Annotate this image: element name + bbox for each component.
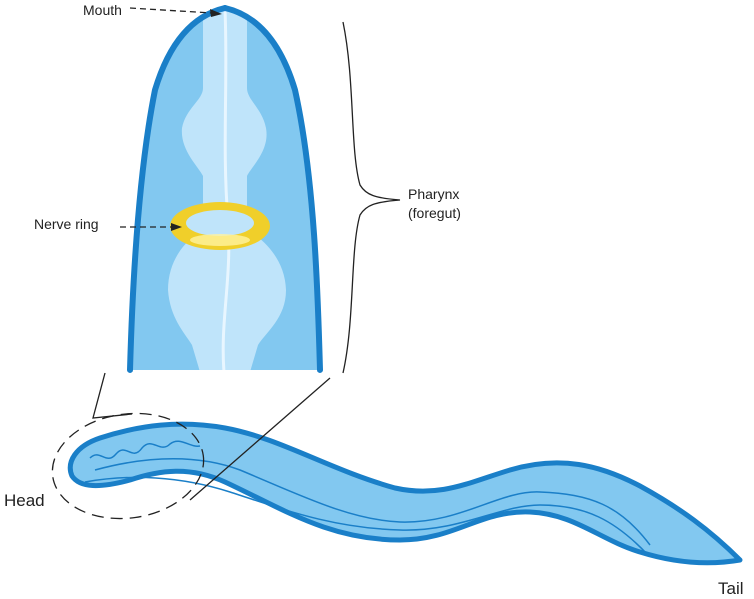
worm-inner-line-bottom bbox=[84, 476, 649, 556]
head-outline-right bbox=[222, 5, 323, 373]
worm-body bbox=[67, 421, 743, 566]
label-tail: Tail bbox=[718, 579, 744, 598]
label-pharynx-line2: (foregut) bbox=[408, 205, 461, 221]
label-head: Head bbox=[4, 491, 45, 510]
label-pharynx-line1: Pharynx bbox=[408, 186, 460, 202]
worm-pharynx-wavy bbox=[89, 440, 201, 460]
zoom-connector-left bbox=[92, 372, 133, 419]
label-nerve-ring: Nerve ring bbox=[34, 216, 99, 232]
worm bbox=[67, 421, 743, 566]
mouth-arrowhead bbox=[210, 9, 222, 17]
head-highlight-ellipse bbox=[51, 412, 205, 520]
label-pharynx: Pharynx (foregut) bbox=[408, 185, 461, 223]
worm-inner-line-top bbox=[94, 458, 651, 546]
mouth-arrow-line bbox=[129, 7, 213, 14]
head-outline-left bbox=[127, 5, 228, 373]
nerve-ring-hole bbox=[186, 210, 254, 236]
nerve-ring-highlight bbox=[190, 234, 250, 246]
head-inset bbox=[127, 5, 323, 373]
nerve-ring-arrowhead bbox=[171, 223, 182, 231]
zoom-connector-right bbox=[189, 377, 331, 501]
pharynx-brace bbox=[342, 21, 401, 374]
label-mouth: Mouth bbox=[83, 2, 122, 18]
